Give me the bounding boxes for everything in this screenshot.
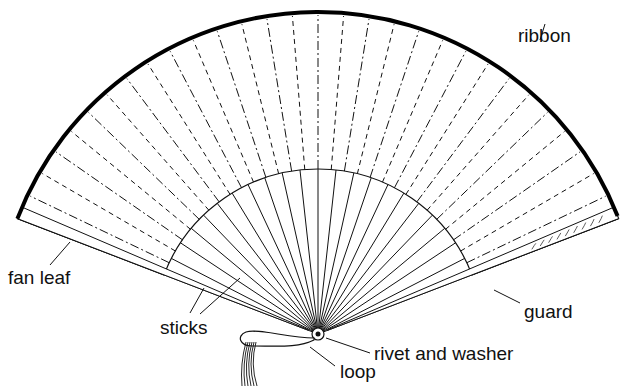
stick [232, 193, 315, 329]
fold-line [56, 152, 182, 240]
tassel [242, 342, 247, 386]
fold-line [89, 112, 200, 219]
stick [323, 258, 464, 331]
guard-decoration [549, 236, 553, 242]
stick [217, 203, 314, 329]
fold-line [453, 152, 579, 240]
guard-decoration [532, 243, 536, 249]
fold-line [406, 64, 488, 194]
part-label: rivet and washer [374, 344, 513, 363]
fold-line [331, 16, 343, 170]
fold-line [394, 51, 465, 187]
guard-decoration [557, 233, 561, 239]
part-label: ribbon [518, 26, 571, 45]
fold-line [292, 16, 304, 170]
fold-line [148, 64, 230, 194]
stick [300, 170, 317, 328]
stick [323, 228, 445, 330]
stick [319, 173, 354, 328]
leader-line [310, 347, 335, 366]
stick [320, 178, 371, 329]
part-label: sticks [160, 318, 208, 337]
guard [327, 207, 618, 330]
fold-line [437, 112, 548, 219]
stick [319, 170, 336, 328]
leader-line [200, 278, 240, 314]
leader-line [50, 242, 70, 265]
fold-line [344, 19, 369, 171]
stick [191, 228, 313, 330]
fold-line [107, 95, 209, 211]
part-label: loop [340, 362, 376, 381]
fold-line [193, 40, 253, 182]
fold-line [357, 24, 394, 174]
tassel [253, 342, 257, 386]
stick [321, 193, 404, 329]
stick [318, 169, 319, 328]
fold-line [42, 174, 175, 251]
guard-decoration [565, 229, 569, 236]
fold-line [417, 79, 509, 202]
part-label: fan leaf [8, 268, 70, 287]
leader-line [190, 288, 204, 313]
fold-line [127, 79, 219, 202]
leader-line [326, 338, 370, 353]
guard-decoration [574, 226, 578, 233]
stick [204, 215, 314, 330]
guard-decoration [599, 216, 603, 223]
guard-decoration [582, 223, 586, 230]
leader-line [494, 290, 520, 303]
rivet [316, 332, 321, 337]
guard-decoration [590, 219, 594, 226]
fold-line [446, 132, 565, 230]
fold-line [170, 51, 241, 187]
ribbon [17, 12, 617, 219]
fold-line [370, 31, 419, 177]
stick [321, 185, 388, 329]
fold-line [461, 174, 594, 251]
fold-line [242, 24, 279, 174]
fold-line [318, 15, 319, 169]
fold-line [71, 132, 190, 230]
stick [282, 173, 317, 328]
fold-line [382, 40, 442, 182]
fold-line [267, 19, 292, 171]
guard-decoration [540, 240, 544, 246]
fold-line [427, 95, 529, 211]
tassel [249, 342, 252, 386]
part-label: guard [524, 302, 573, 321]
